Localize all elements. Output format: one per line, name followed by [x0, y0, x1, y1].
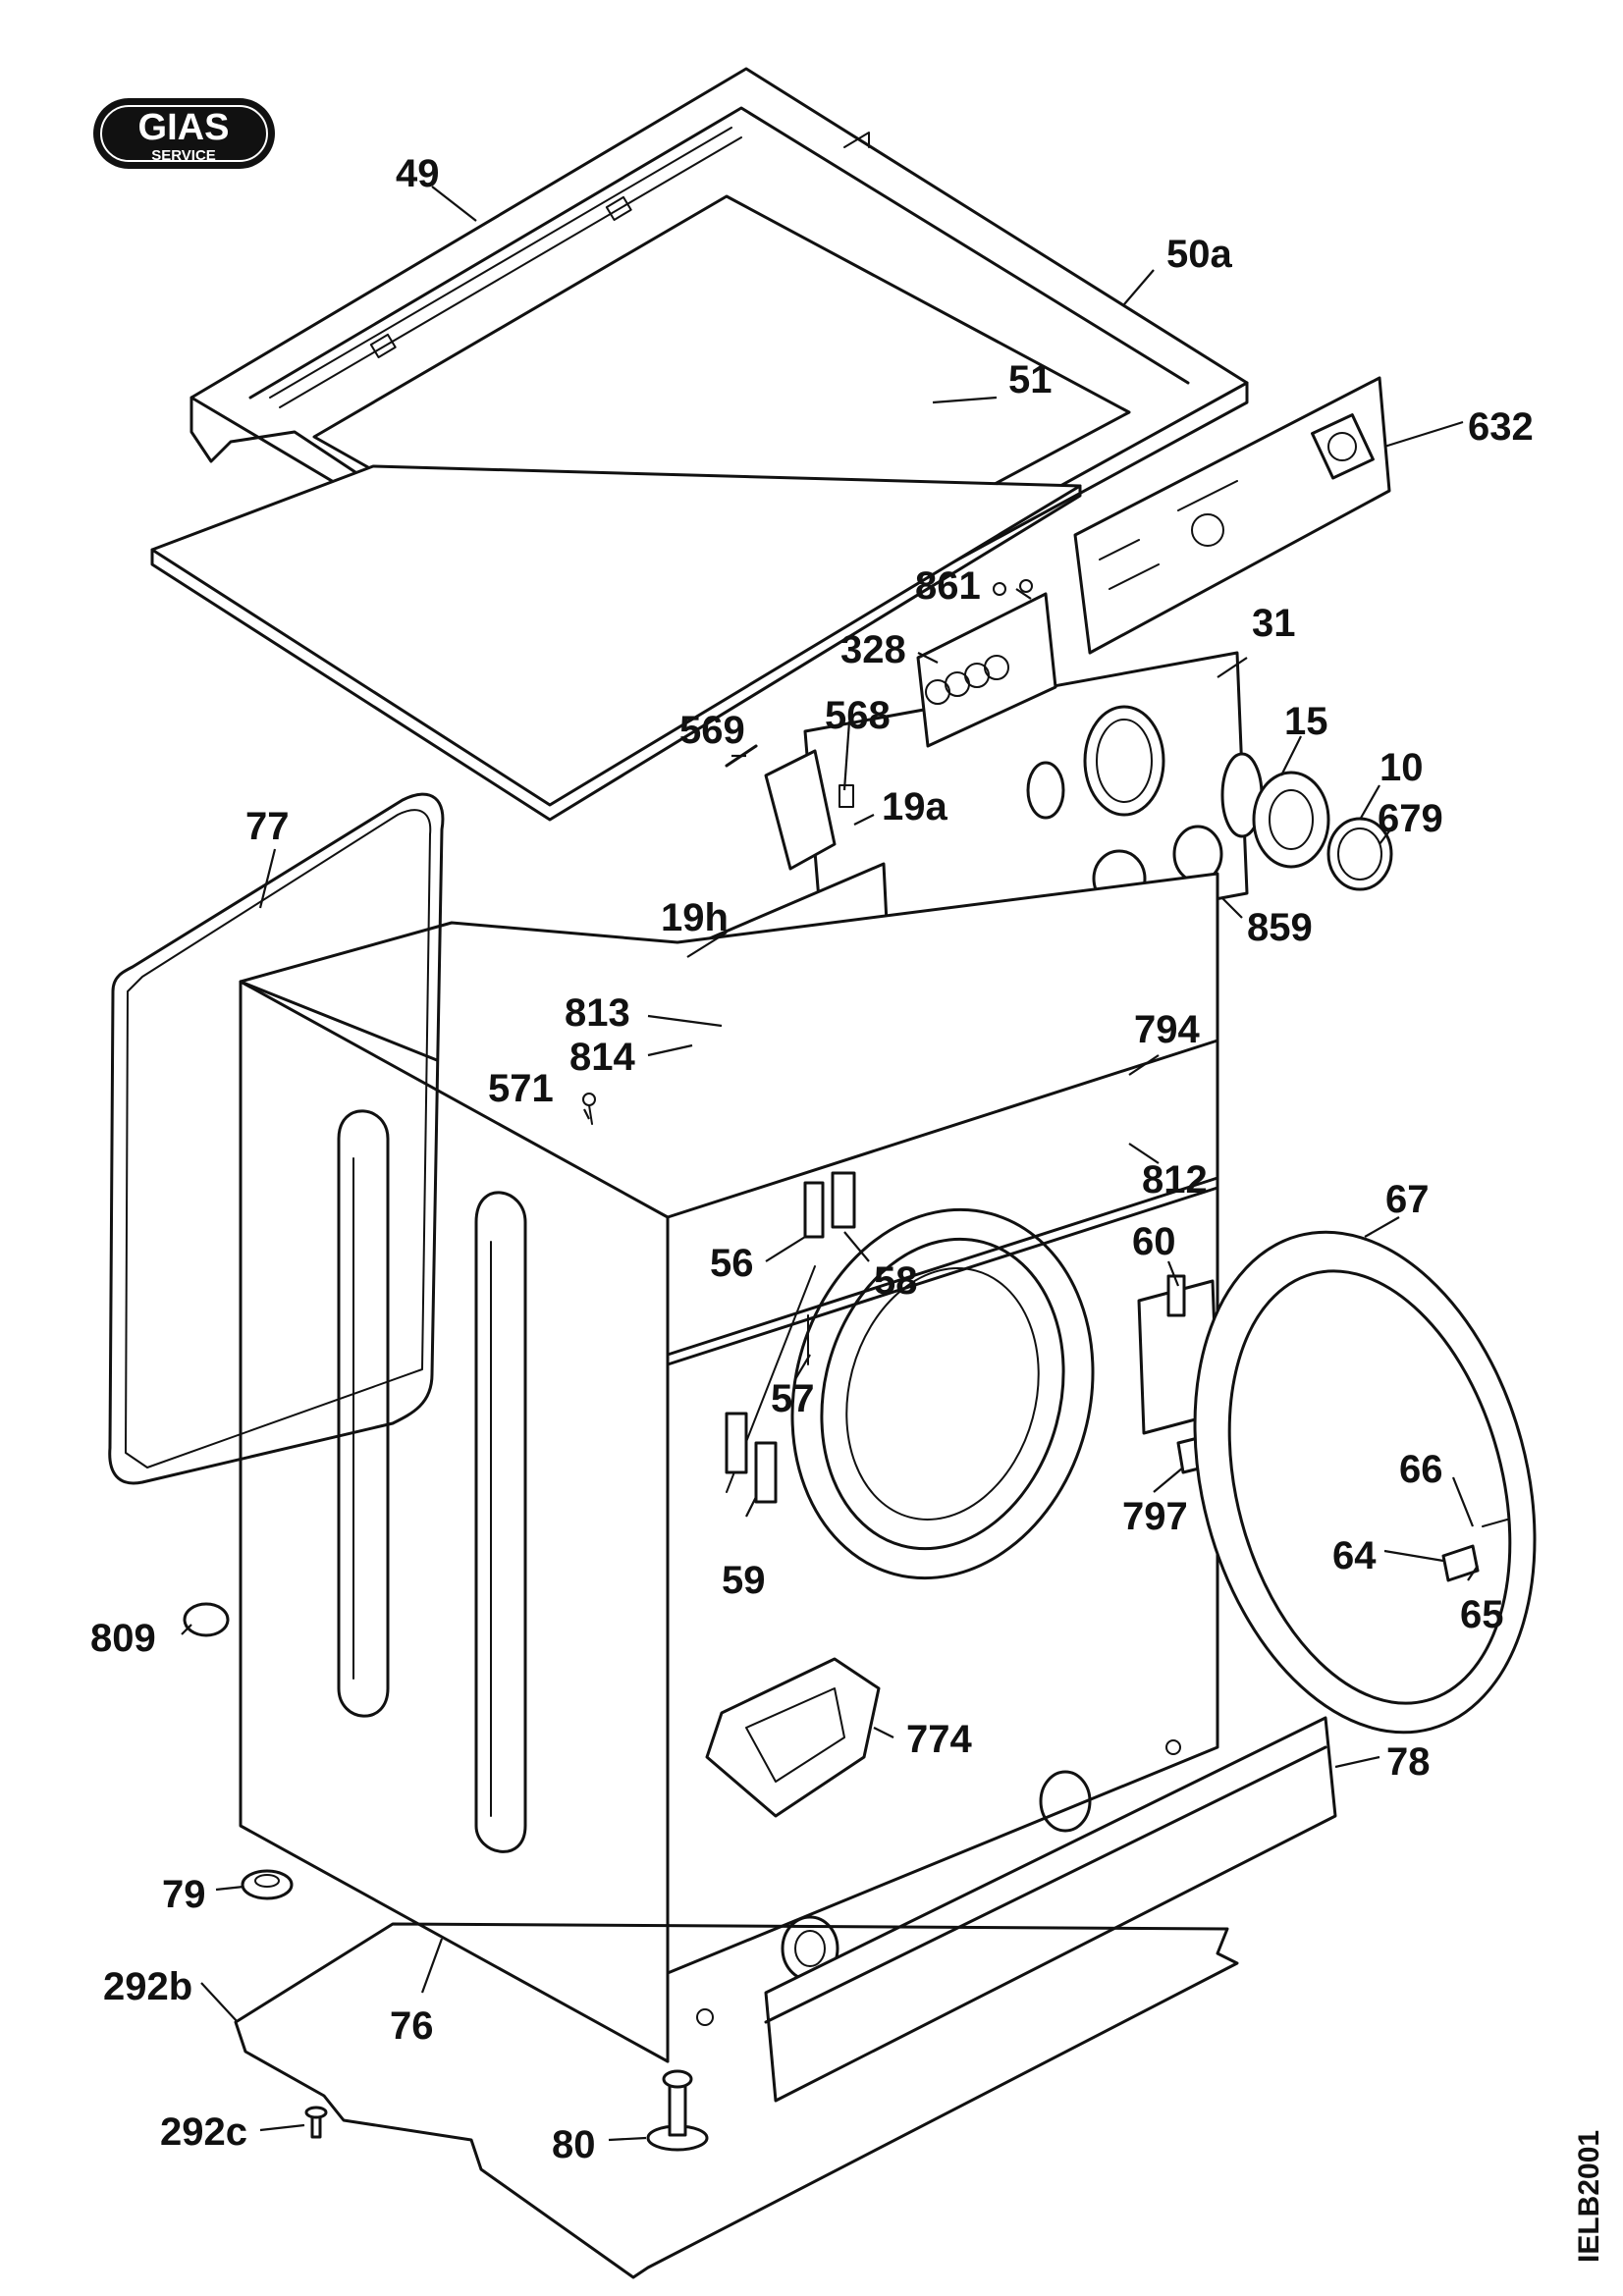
label-19h: 19h: [661, 896, 729, 939]
label-679: 679: [1378, 797, 1443, 840]
label-49: 49: [396, 152, 440, 195]
label-59: 59: [722, 1559, 766, 1602]
door-assembly: [1193, 1230, 1537, 1735]
label-64: 64: [1332, 1534, 1377, 1577]
rear-seal: [108, 792, 445, 1485]
label-814: 814: [569, 1036, 635, 1079]
drawing-code: IELB2001: [1573, 2130, 1605, 2263]
label-292c: 292c: [160, 2110, 247, 2154]
label-66: 66: [1399, 1448, 1443, 1491]
label-292b: 292b: [103, 1965, 192, 2008]
label-809: 809: [90, 1617, 156, 1660]
label-15: 15: [1284, 700, 1328, 743]
gias-service-logo: GIAS SERVICE: [93, 98, 275, 169]
leader-lines: [181, 186, 1479, 2142]
label-794: 794: [1134, 1008, 1200, 1051]
label-774: 774: [906, 1718, 972, 1761]
label-861: 861: [915, 564, 981, 608]
label-51: 51: [1008, 358, 1053, 401]
label-859: 859: [1247, 906, 1313, 949]
label-19a: 19a: [882, 785, 947, 828]
logo-brand: GIAS: [138, 107, 230, 148]
label-67: 67: [1385, 1178, 1430, 1221]
top-cover-assembly: [150, 67, 1249, 822]
programmer-module: [916, 579, 1057, 748]
electronic-board: [1073, 376, 1391, 655]
label-58: 58: [874, 1259, 918, 1303]
label-79: 79: [162, 1873, 206, 1916]
part-labels: 49 50a 51 632 861 328 31 569 568 15 10 6…: [90, 152, 1534, 2166]
label-50a: 50a: [1166, 233, 1232, 276]
interlock-parts: [582, 1093, 856, 1504]
base-plate: [183, 1602, 1239, 2279]
label-76: 76: [390, 2004, 434, 2048]
label-65: 65: [1460, 1593, 1504, 1636]
label-569: 569: [679, 709, 745, 752]
label-797: 797: [1122, 1495, 1188, 1538]
logo-sub: SERVICE: [151, 147, 216, 164]
label-31: 31: [1252, 602, 1296, 645]
label-78: 78: [1386, 1740, 1431, 1784]
label-57: 57: [771, 1377, 815, 1420]
label-60: 60: [1132, 1220, 1176, 1263]
label-328: 328: [840, 628, 906, 671]
label-80: 80: [552, 2123, 596, 2166]
label-77: 77: [245, 805, 290, 848]
knob-assembly: [1172, 752, 1393, 891]
label-56: 56: [710, 1242, 754, 1285]
recess-handle: [705, 1657, 881, 1818]
label-571: 571: [488, 1067, 554, 1110]
label-10: 10: [1380, 746, 1424, 789]
label-813: 813: [565, 991, 630, 1035]
label-632: 632: [1468, 405, 1534, 449]
kick-panel: [764, 1716, 1337, 2103]
label-568: 568: [825, 694, 891, 737]
label-812: 812: [1142, 1158, 1208, 1201]
